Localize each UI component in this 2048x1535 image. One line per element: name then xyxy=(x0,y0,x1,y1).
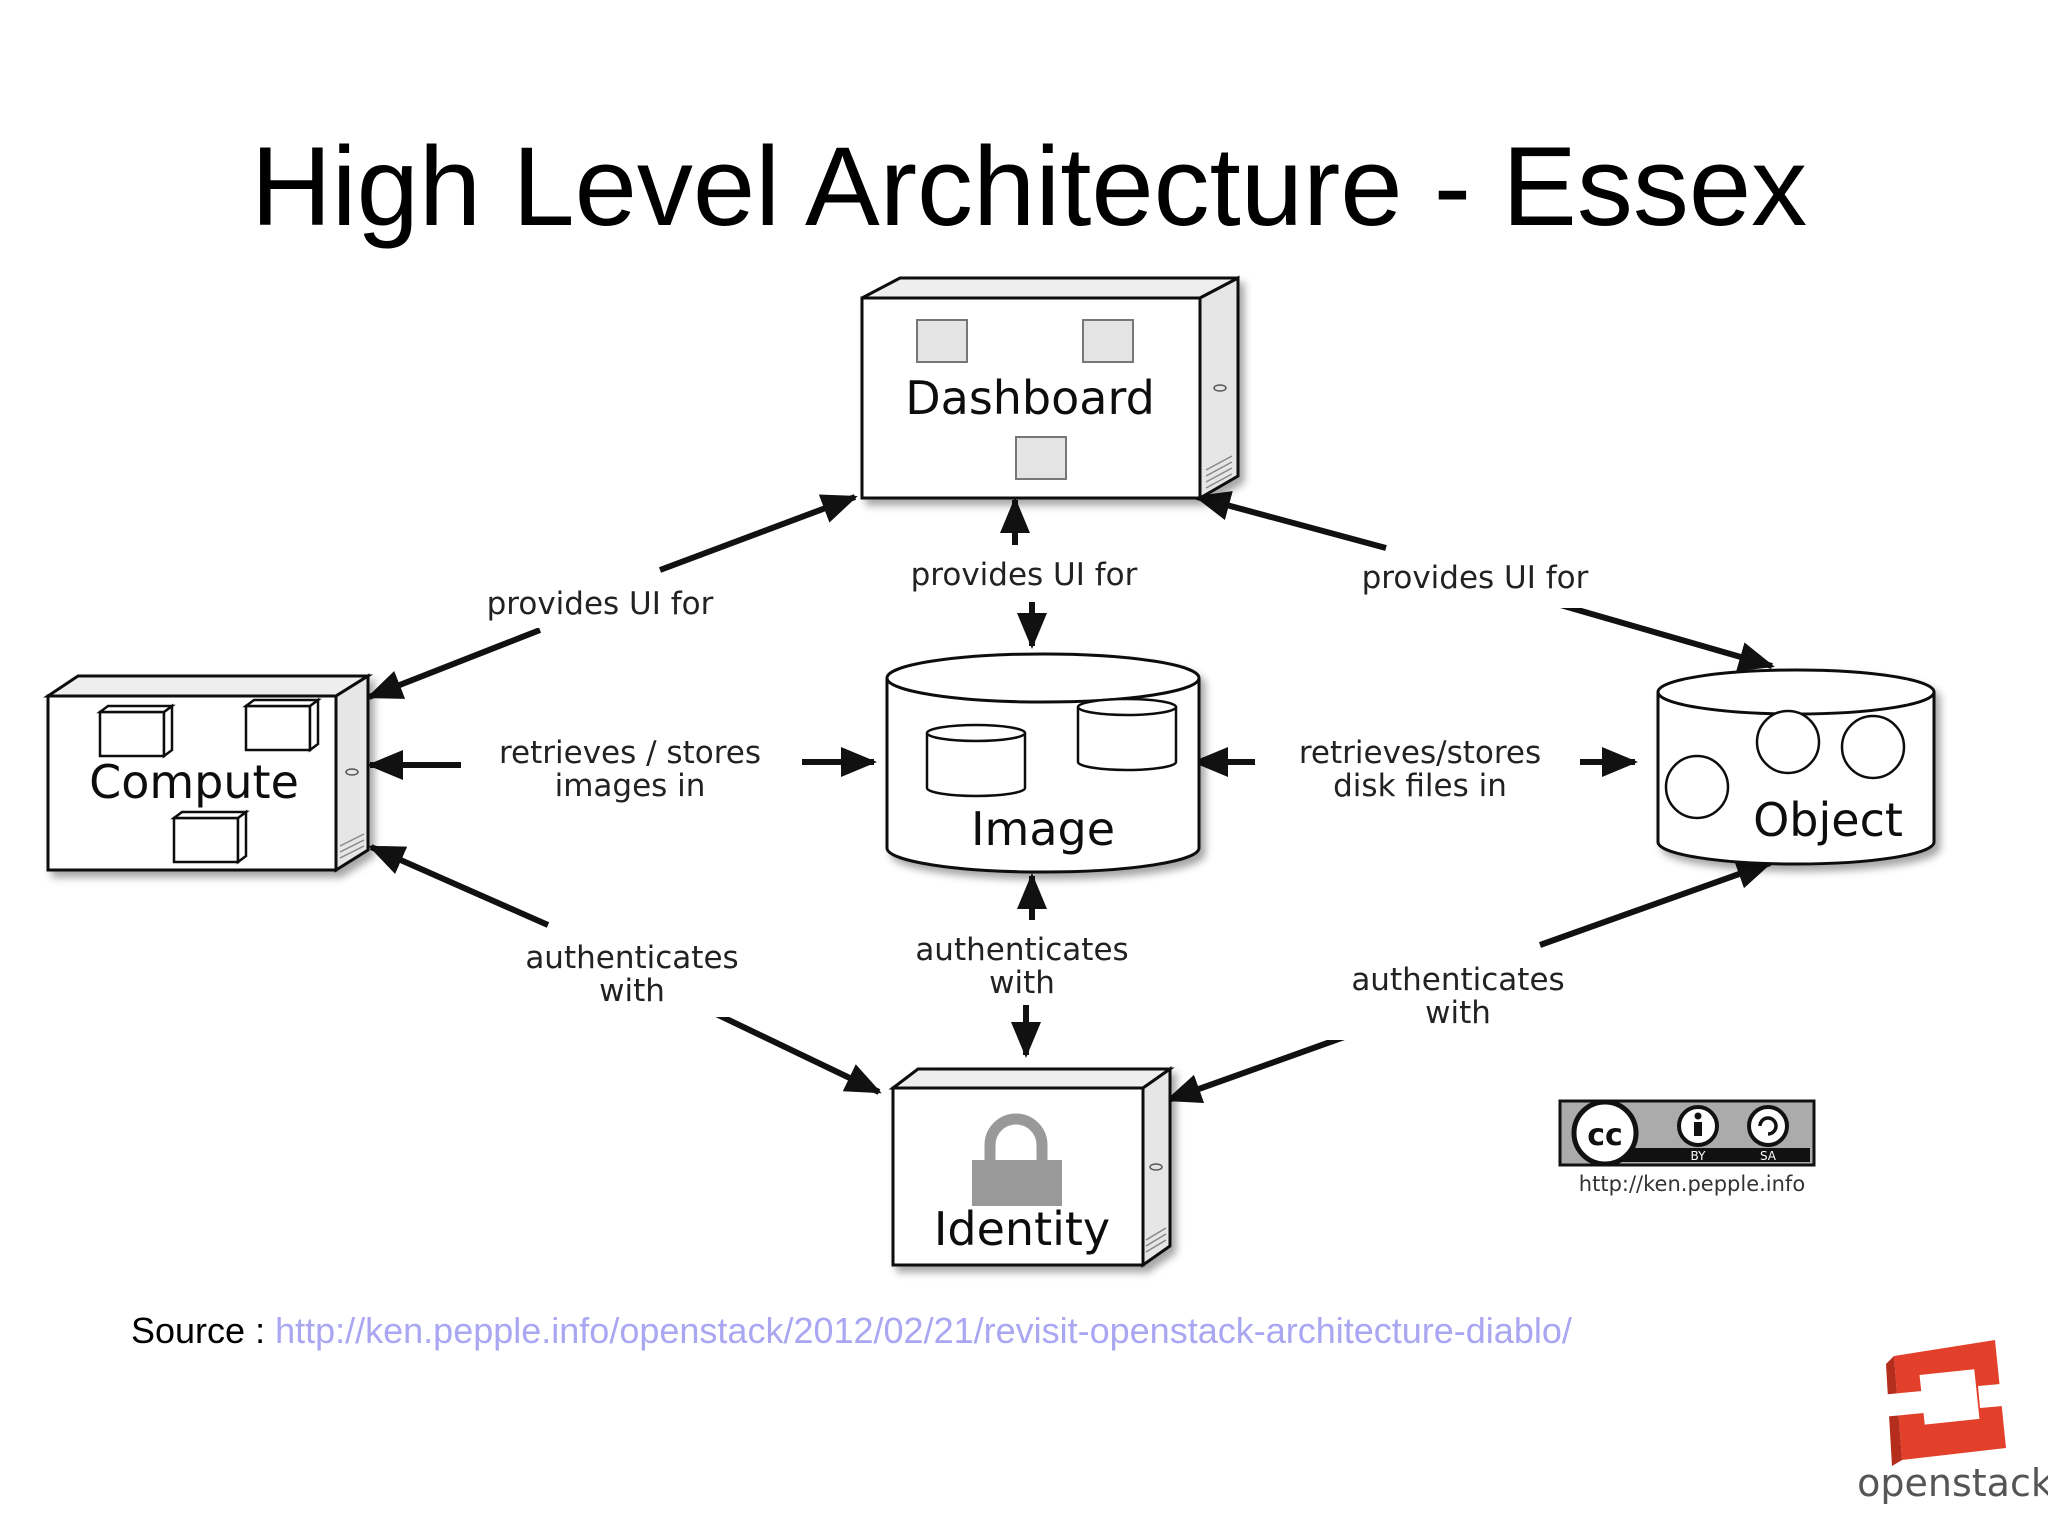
compute-instance-icon xyxy=(96,697,322,865)
svg-text:cc: cc xyxy=(1587,1118,1623,1153)
node-label-identity: Identity xyxy=(934,1202,1110,1256)
label-dashboard-compute: provides UI for xyxy=(487,586,714,622)
node-compute: Compute xyxy=(43,673,374,873)
label-compute-identity-line1: authenticates xyxy=(525,940,738,976)
source-footer: Source : http://ken.pepple.info/openstac… xyxy=(131,1310,1572,1352)
arrow-dashboard-to-compute xyxy=(366,627,542,700)
arrow-identity-to-object xyxy=(1538,859,1773,948)
label-dashboard-image: provides UI for xyxy=(911,557,1138,593)
edge-labels: provides UI for provides UI for provides… xyxy=(462,557,1620,1040)
label-image-object-line2: disk files in xyxy=(1333,768,1507,804)
node-identity: Identity xyxy=(888,1066,1175,1268)
svg-text:SA: SA xyxy=(1760,1149,1777,1163)
node-object: Object xyxy=(1656,668,1936,866)
label-compute-image-line1: retrieves / stores xyxy=(499,735,761,771)
label-compute-image-line2: images in xyxy=(555,768,706,804)
arrow-identity-to-compute xyxy=(368,844,550,928)
dashboard-window-icon xyxy=(916,319,1134,480)
svg-text:BY: BY xyxy=(1691,1149,1707,1163)
image-disk-icon xyxy=(925,697,1178,798)
label-dashboard-object: provides UI for xyxy=(1362,560,1589,596)
arrow-compute-to-identity xyxy=(710,1009,882,1095)
arrow-dashboard-to-object xyxy=(1549,599,1775,672)
openstack-logo: openstack xyxy=(1857,1340,2048,1505)
label-image-object-line1: retrieves/stores xyxy=(1299,735,1541,771)
node-label-compute: Compute xyxy=(89,755,299,809)
label-image-identity-line1: authenticates xyxy=(915,932,1128,968)
object-blob-icon xyxy=(1664,709,1906,820)
source-label: Source : xyxy=(131,1310,276,1351)
sa-sharealike-icon: SA xyxy=(1747,1105,1789,1163)
cc-license-badge: cc BY SA http://ken.pepple.info xyxy=(1558,1099,1816,1196)
arrows xyxy=(366,491,1775,1104)
label-image-identity-line2: with xyxy=(989,965,1055,1001)
label-object-identity-line2: with xyxy=(1425,995,1491,1031)
label-object-identity-line1: authenticates xyxy=(1351,962,1564,998)
cc-icon: cc xyxy=(1571,1099,1639,1167)
arrow-object-to-dashboard xyxy=(1194,491,1387,551)
arrow-compute-to-dashboard xyxy=(658,494,858,573)
openstack-wordmark: openstack xyxy=(1857,1461,2048,1505)
openstack-cube-icon xyxy=(1880,1340,2014,1466)
node-label-image: Image xyxy=(971,802,1115,856)
arrow-object-to-identity xyxy=(1165,1033,1349,1104)
label-compute-identity-line2: with xyxy=(599,973,665,1009)
cc-license-url: http://ken.pepple.info xyxy=(1579,1172,1805,1196)
slide-title: High Level Architecture - Essex xyxy=(251,124,1807,249)
node-label-dashboard: Dashboard xyxy=(905,371,1155,425)
node-label-object: Object xyxy=(1753,793,1903,847)
node-image: Image xyxy=(885,652,1201,874)
node-dashboard: Dashboard xyxy=(860,275,1240,501)
source-link[interactable]: http://ken.pepple.info/openstack/2012/02… xyxy=(275,1310,1572,1351)
by-attribution-icon: BY xyxy=(1677,1105,1719,1163)
lock-icon xyxy=(972,1113,1062,1206)
